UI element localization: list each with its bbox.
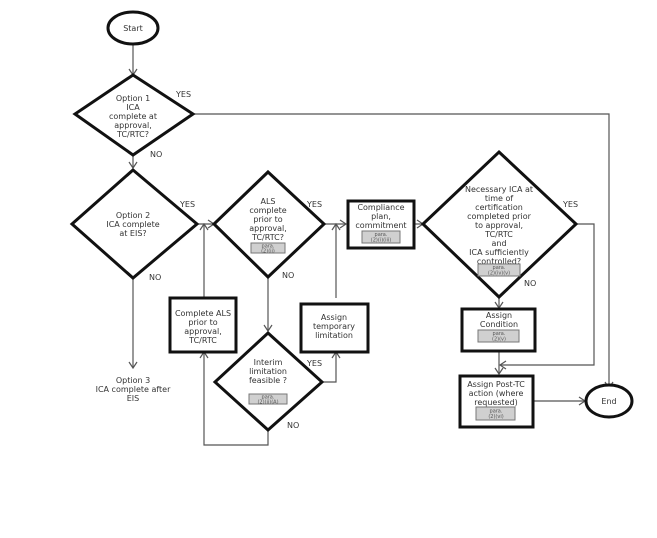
start-node: Start	[106, 10, 160, 46]
arrowhead	[128, 161, 138, 170]
option1-no-label: NO	[150, 150, 162, 159]
als-yes-label: YES	[306, 200, 322, 209]
option2-no-label: NO	[149, 273, 161, 282]
necessary-ica-line: completed prior	[467, 212, 531, 221]
option3-line: EIS	[127, 394, 140, 403]
arrowhead	[199, 222, 209, 231]
arrowhead	[339, 219, 348, 229]
option3-line: Option 3	[116, 376, 150, 385]
option2-line: ICA complete	[106, 220, 159, 229]
option3-outcome: Option 3 ICA complete after EIS	[96, 376, 172, 403]
svg-text:(2)(v): (2)(v)	[492, 337, 506, 343]
necessary-no-label: NO	[524, 279, 536, 288]
svg-text:(2)(ii): (2)(ii)	[261, 249, 275, 255]
edge-necessary-yes	[500, 223, 595, 366]
interim-limitation-decision: Interim limitation feasible ? para. (2)(…	[212, 330, 325, 433]
necessary-ica-line: ICA sufficiently	[469, 248, 529, 257]
als-line: complete	[249, 206, 286, 215]
option2-yes-label: YES	[179, 200, 195, 209]
option1-line: approval,	[114, 121, 151, 130]
option3-line: ICA complete after	[96, 385, 172, 394]
option1-yes-label: YES	[175, 90, 191, 99]
necessary-ica-line: to approval,	[475, 221, 523, 230]
interim-line: limitation	[249, 367, 287, 376]
necessary-ica-decision: Necessary ICA at time of certification c…	[420, 149, 579, 300]
als-line: ALS	[260, 197, 275, 206]
necessary-yes-label: YES	[562, 200, 578, 209]
arrowhead	[494, 367, 504, 376]
assign-condition-line: Condition	[480, 320, 518, 329]
compliance-plan-box: Compliance plan, commitment para. (2)(i)…	[346, 199, 416, 250]
option1-line: Option 1	[116, 94, 150, 103]
als-line: prior to	[253, 215, 282, 224]
complete-als-line: TC/RTC	[188, 336, 217, 345]
compliance-line: Compliance	[357, 203, 404, 212]
necessary-ica-line: time of	[485, 194, 514, 203]
interim-no-label: NO	[287, 421, 299, 430]
als-line: approval,	[249, 224, 286, 233]
necessary-ica-line: and	[491, 239, 506, 248]
svg-text:para.: para.	[375, 232, 388, 238]
para-reference: para. (2)(ii)	[250, 242, 286, 255]
als-line: TC/RTC?	[251, 233, 284, 242]
svg-text:(2)(iv)(v): (2)(iv)(v)	[488, 271, 510, 277]
svg-text:(2)(vi): (2)(vi)	[488, 414, 503, 420]
edge-interim-yes	[322, 352, 337, 383]
svg-text:para.: para.	[493, 331, 506, 337]
assign-temp-line: limitation	[315, 331, 353, 340]
svg-text:para.: para.	[262, 395, 275, 401]
svg-text:para.: para.	[262, 244, 275, 250]
option2-line: Option 2	[116, 211, 150, 220]
para-reference: para. (2)(iv)(v)	[477, 263, 521, 277]
option1-line: TC/RTC?	[116, 130, 149, 139]
option2-decision: Option 2 ICA complete at EIS?	[69, 168, 200, 280]
post-tc-line: Assign Post-TC	[467, 380, 525, 389]
option1-line: complete at	[109, 112, 157, 121]
complete-als-box: Complete ALS prior to approval, TC/RTC	[168, 296, 238, 354]
para-reference: para. (2)(i)(iii)	[361, 230, 401, 244]
option1-line: ICA	[126, 103, 140, 112]
edge-option1-yes	[193, 113, 610, 388]
necessary-ica-line: TC/RTC	[484, 230, 513, 239]
interim-line: Interim	[254, 358, 283, 367]
complete-als-line: approval,	[184, 327, 221, 336]
interim-line: feasible ?	[249, 376, 287, 385]
complete-als-line: prior to	[188, 318, 217, 327]
necessary-ica-line: Necessary ICA at	[465, 185, 533, 194]
als-no-label: NO	[282, 271, 294, 280]
edge-interim-no	[203, 352, 269, 446]
arrowhead	[498, 360, 507, 370]
end-label: End	[601, 397, 616, 406]
necessary-ica-line: controlled?	[477, 257, 521, 266]
option2-line: at EIS?	[119, 229, 146, 238]
assign-post-tc-box: Assign Post-TC action (where requested) …	[458, 374, 535, 429]
assign-condition-line: Assign	[486, 311, 512, 320]
assign-temp-line: temporary	[313, 322, 355, 331]
para-reference: para. (2)(ii)(A)	[248, 393, 288, 406]
post-tc-line: requested)	[474, 398, 518, 407]
svg-text:para.: para.	[490, 409, 503, 415]
assign-temporary-limitation-box: Assign temporary limitation	[299, 302, 370, 354]
compliance-line: commitment	[355, 221, 406, 230]
para-reference: para. (2)(vi)	[475, 406, 516, 421]
arrowhead	[331, 222, 341, 231]
svg-text:para.: para.	[493, 265, 506, 271]
assign-condition-box: Assign Condition para. (2)(v)	[460, 307, 537, 353]
end-node: End	[584, 383, 634, 419]
para-reference: para. (2)(v)	[477, 329, 520, 343]
assign-temp-line: Assign	[321, 313, 347, 322]
start-label: Start	[123, 24, 143, 33]
svg-text:(2)(ii)(A): (2)(ii)(A)	[257, 400, 278, 406]
compliance-line: plan,	[371, 212, 391, 221]
svg-text:(2)(i)(iii): (2)(i)(iii)	[371, 238, 391, 244]
complete-als-line: Complete ALS	[175, 309, 231, 318]
interim-yes-label: YES	[306, 359, 322, 368]
necessary-ica-line: certification	[475, 203, 523, 212]
als-complete-decision: ALS complete prior to approval, TC/RTC? …	[211, 169, 327, 280]
arrowhead	[128, 361, 138, 370]
post-tc-line: action (where	[469, 389, 524, 398]
option1-decision: Option 1 ICA complete at approval, TC/RT…	[72, 73, 196, 157]
